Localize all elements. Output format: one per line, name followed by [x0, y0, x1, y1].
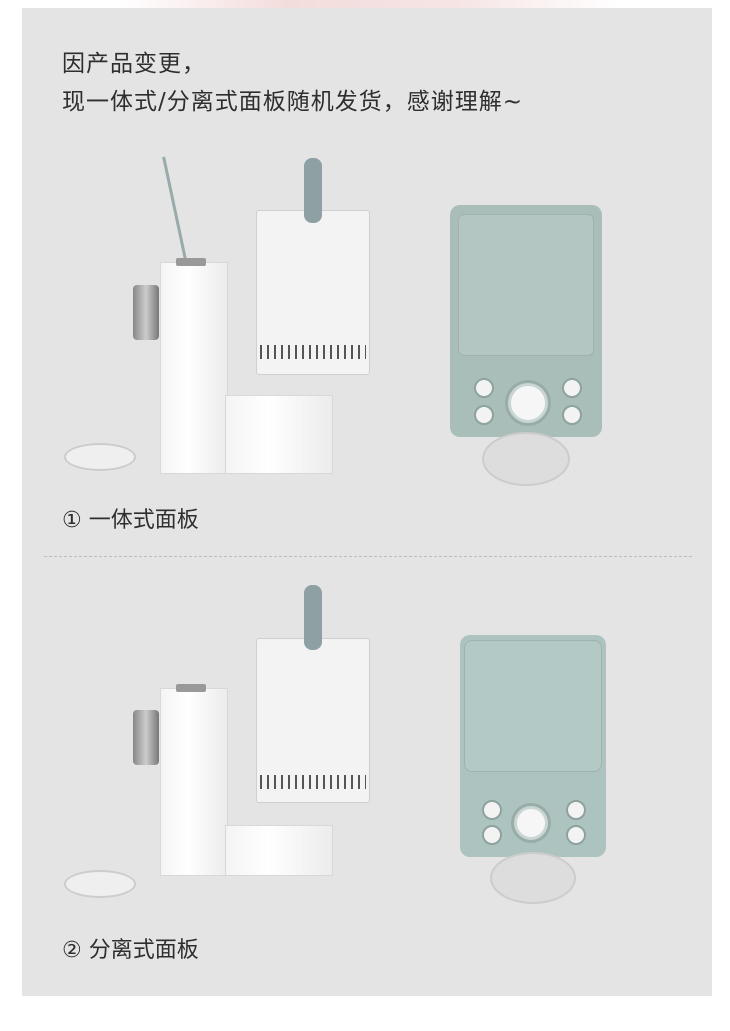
panel-button — [562, 378, 582, 398]
top-button-icon — [176, 258, 206, 266]
dispenser-outlet — [490, 852, 576, 904]
drip-tray — [64, 870, 136, 898]
dispenser-outlet — [482, 432, 570, 486]
panel-display-area — [458, 214, 594, 356]
faucet-icon — [133, 285, 159, 340]
panel-display-area — [464, 640, 602, 772]
notice-line-2: 现一体式/分离式面板随机发货，感谢理解~ — [62, 89, 524, 115]
section-label-1: ① 一体式面板 — [62, 508, 199, 533]
panel-button — [482, 800, 502, 820]
panel-button — [474, 378, 494, 398]
tank-handle — [304, 585, 322, 650]
faucet-icon — [133, 710, 159, 765]
base-unit-body — [160, 262, 228, 474]
panel-button — [482, 825, 502, 845]
base-unit-body — [160, 688, 228, 876]
panel-button — [474, 405, 494, 425]
panel-button — [566, 800, 586, 820]
top-button-icon — [176, 684, 206, 692]
section-label-2: ② 分离式面板 — [62, 938, 199, 963]
tank-filter-grid — [260, 775, 366, 789]
drip-tray — [64, 443, 136, 471]
panel-button — [562, 405, 582, 425]
section-divider — [44, 556, 692, 557]
base-unit-plinth — [225, 395, 333, 474]
base-unit-plinth — [225, 825, 333, 876]
control-knob — [514, 806, 548, 840]
notice-line-1: 因产品变更， — [62, 51, 206, 77]
control-knob — [508, 383, 548, 423]
top-banner-edge — [120, 0, 620, 8]
panel-button — [566, 825, 586, 845]
tank-handle — [304, 158, 322, 223]
tank-filter-grid — [260, 345, 366, 359]
